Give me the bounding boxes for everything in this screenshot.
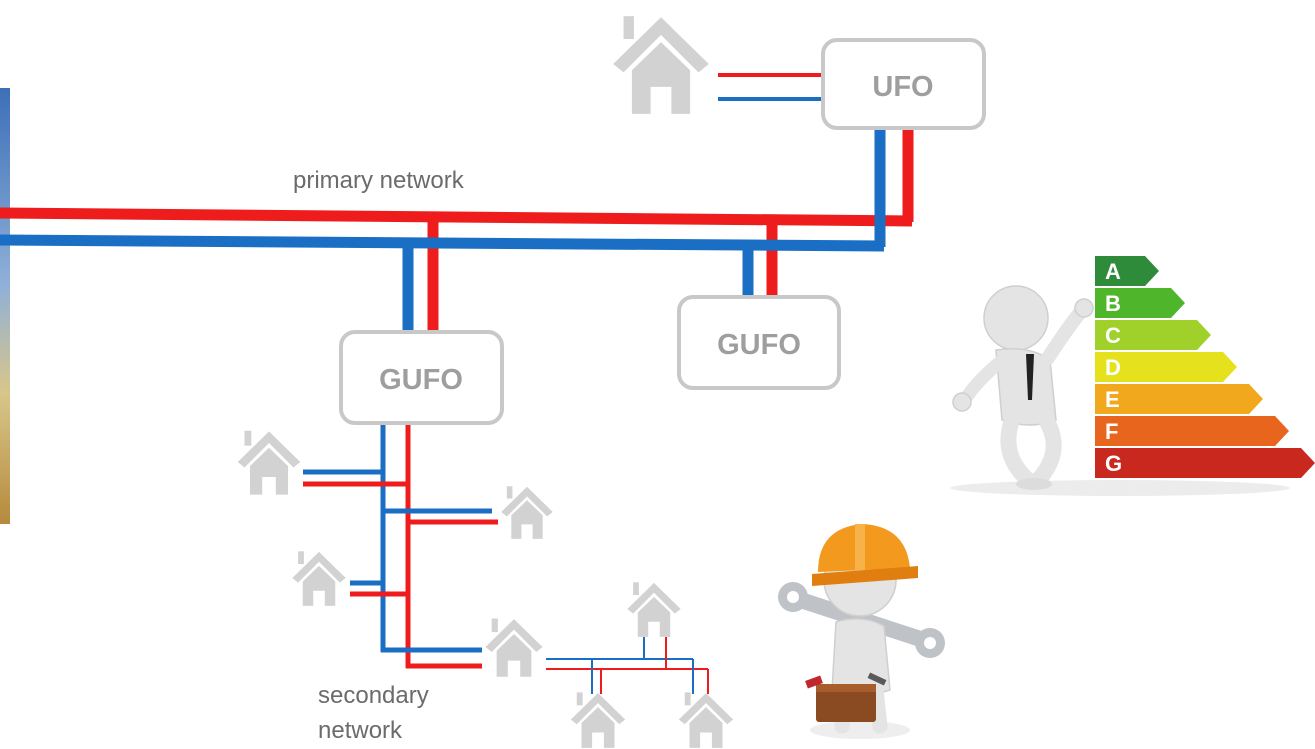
ufo-node: UFO [821, 38, 986, 130]
energy-rating-bar-e [1095, 384, 1263, 414]
ufo-house-connection [718, 73, 823, 101]
energy-rating-bar-c [1095, 320, 1211, 350]
primary-network-pipes [0, 128, 914, 332]
gufo-left-node: GUFO [339, 330, 504, 425]
energy-rating-letter-g: G [1105, 451, 1122, 476]
energy-rating-letter-f: F [1105, 419, 1118, 444]
secondary-network-label-line2: network [318, 717, 403, 744]
figure-person [952, 285, 1094, 490]
energy-rating-bar-g [1095, 448, 1315, 478]
energy-rating-letter-e: E [1105, 387, 1120, 412]
energy-rating-letter-d: D [1105, 355, 1121, 380]
energy-rating-letter-b: B [1105, 291, 1121, 316]
gufo-left-label: GUFO [379, 364, 463, 396]
gufo-right-node: GUFO [677, 295, 841, 390]
secondary-network-label-line1: secondary [318, 682, 429, 709]
energy-rating-bar-b [1095, 288, 1185, 318]
energy-rating-bar-f [1095, 416, 1289, 446]
house-icon [627, 582, 681, 637]
secondary-network-pipes [303, 423, 498, 669]
tertiary-network-pipes [546, 637, 709, 694]
toolbox-icon [805, 672, 887, 722]
house-icon [485, 618, 543, 677]
primary-network-label: primary network [293, 167, 465, 194]
energy-rating-letter-c: C [1105, 323, 1121, 348]
gufo-right-label: GUFO [717, 329, 801, 361]
energy-rating-letter-a: A [1105, 259, 1121, 284]
energy-rating-bar-a [1095, 256, 1159, 286]
energy-rating-bar-d [1095, 352, 1237, 382]
house-icon [292, 551, 346, 606]
house-icon [613, 16, 709, 114]
house-icon [501, 486, 553, 539]
landscape-photo [0, 88, 10, 524]
house-icon [570, 692, 626, 748]
house-icon [237, 430, 301, 495]
ufo-label: UFO [872, 71, 933, 103]
house-icon [678, 692, 734, 748]
construction-worker-with-wrench-icon [778, 524, 945, 739]
